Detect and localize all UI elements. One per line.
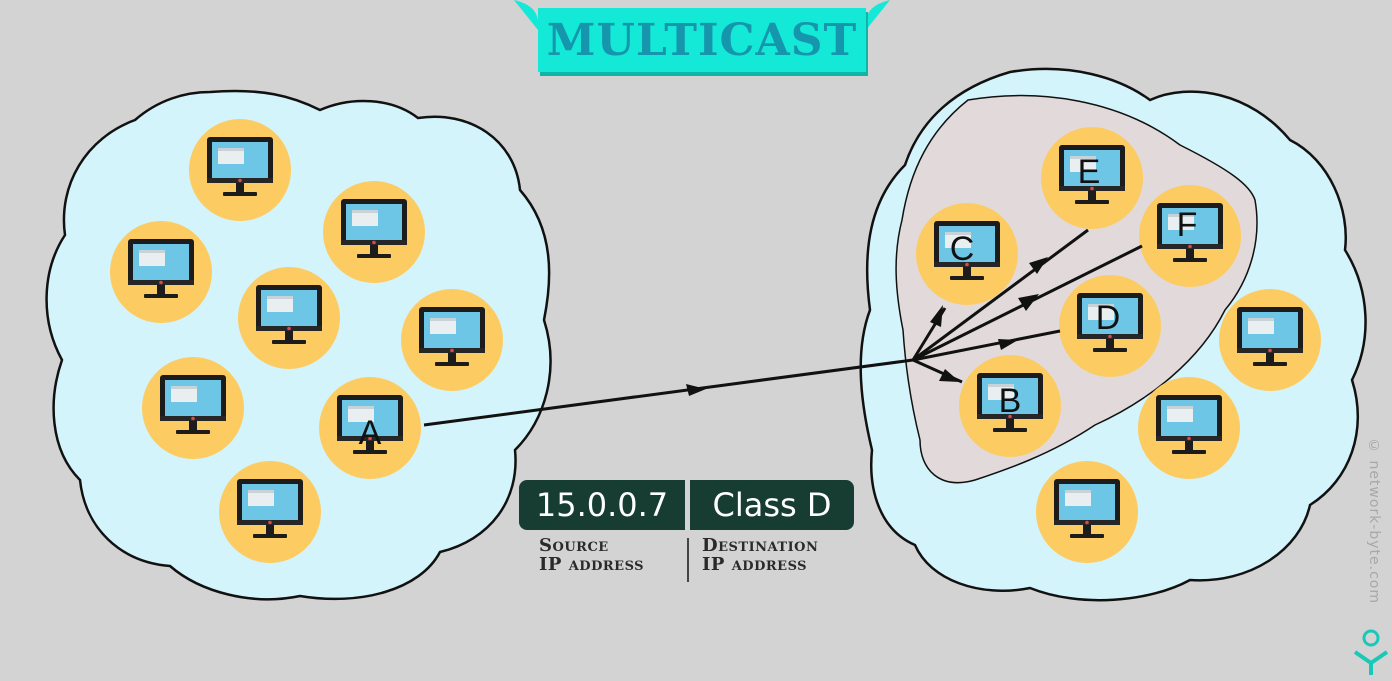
branch-to-e bbox=[912, 228, 1089, 362]
arrow-head-icon bbox=[998, 339, 1018, 350]
host-label-b: B bbox=[999, 382, 1022, 420]
host-computer bbox=[323, 181, 425, 283]
destination-ip-box: Class D bbox=[690, 480, 854, 530]
title-banner: MULTICAST bbox=[538, 8, 866, 72]
host-computer bbox=[1138, 377, 1240, 479]
title-tab-right bbox=[866, 0, 890, 30]
source-ip-box: 15.0.0.7 bbox=[519, 480, 685, 530]
host-computer bbox=[238, 267, 340, 369]
host-label-d: D bbox=[1096, 299, 1121, 337]
host-computer bbox=[189, 119, 291, 221]
network-byte-logo bbox=[1353, 629, 1389, 675]
arrow-head-icon bbox=[930, 305, 943, 327]
title-tab-left bbox=[514, 0, 538, 30]
host-label-c: C bbox=[950, 230, 975, 268]
host-label-a: A bbox=[359, 414, 382, 452]
host-computer bbox=[401, 289, 503, 391]
host-label-f: F bbox=[1177, 206, 1198, 244]
copyright-text: © network-byte.com bbox=[1366, 438, 1382, 604]
host-computer bbox=[1036, 461, 1138, 563]
host-computer bbox=[219, 461, 321, 563]
host-computer bbox=[110, 221, 212, 323]
arrow-head-icon bbox=[1029, 257, 1048, 274]
host-label-e: E bbox=[1078, 153, 1101, 191]
destination-ip-value: Class D bbox=[712, 486, 832, 524]
destination-ip-label: Destination IP address bbox=[702, 535, 819, 575]
source-ip-label: Source IP address bbox=[539, 535, 645, 575]
branch-to-d bbox=[912, 329, 1061, 362]
label-divider bbox=[687, 538, 689, 582]
page-title: MULTICAST bbox=[546, 14, 858, 66]
source-ip-value: 15.0.0.7 bbox=[535, 486, 669, 524]
arrow-head-icon bbox=[1018, 294, 1039, 311]
host-computer bbox=[1219, 289, 1321, 391]
host-computer bbox=[142, 357, 244, 459]
arrow-head-icon bbox=[939, 369, 960, 382]
source-link bbox=[423, 358, 914, 427]
arrow-head-icon bbox=[686, 384, 706, 396]
